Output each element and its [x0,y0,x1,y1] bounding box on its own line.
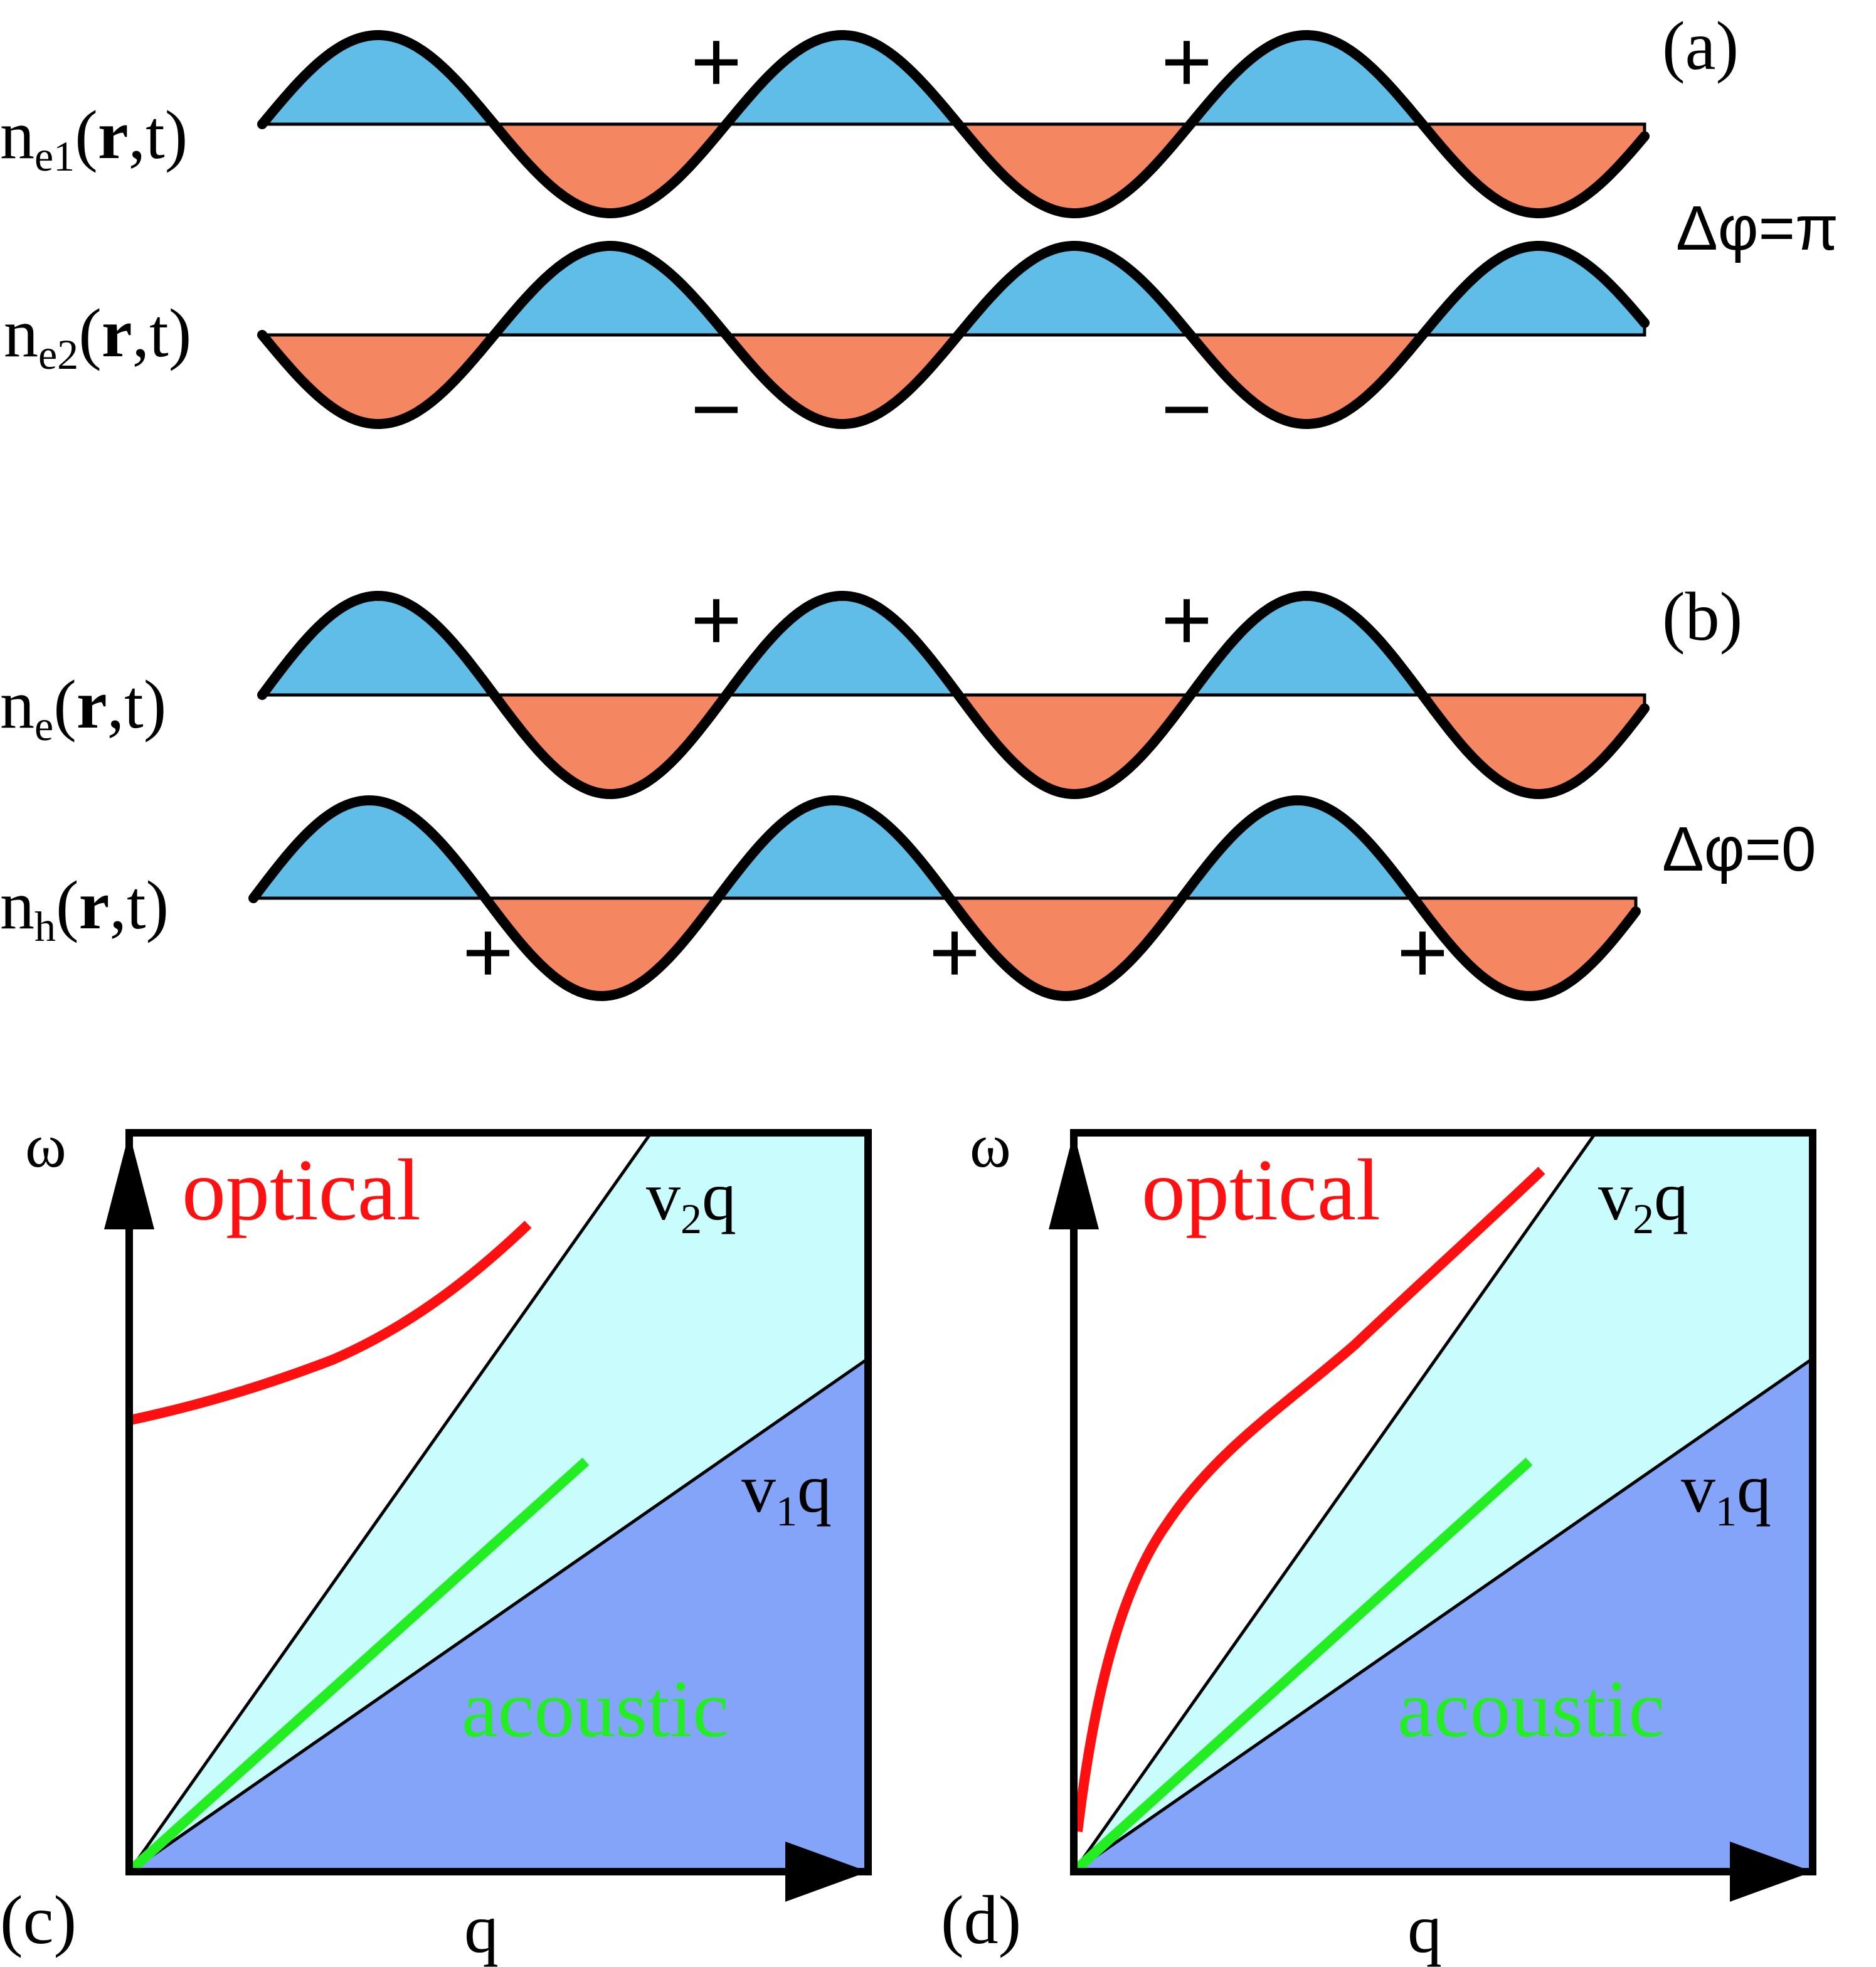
panel-c-v1-line [128,1357,869,1874]
panel-a-sign-top-1: + [691,12,742,110]
panel-b-sign-bottom-2: + [929,903,980,1001]
panel-a-wave-1-label: ne1(r,t) [0,97,188,180]
panel-d-x-arrowhead [1730,1842,1813,1902]
panel-c-v2-label: v2q [646,1158,736,1243]
panel-b-wave-1-label: ne(r,t) [0,666,166,750]
panel-a-sign-bottom-2: − [1161,359,1212,458]
wave-positive-fill [262,35,1645,124]
panel-b-phase: Δφ=0 [1662,814,1816,884]
panel-b-sign-bottom-3: + [1397,903,1448,1001]
panel-b-sign-top-1: + [691,570,742,669]
panel-d-y-axis-label: ω [970,1111,1011,1180]
panel-d-v2-line [1072,1132,1598,1873]
panel-a: ne1(r,t) ne2(r,t) (a) Δφ=π + + − − [0,8,1838,458]
wave-negative-fill [262,695,1645,794]
panel-c-optical-curve [129,1221,532,1425]
panel-d-v1-line [1073,1357,1814,1874]
panel-b-sign-top-2: + [1161,570,1212,669]
wave-curve [257,30,1650,218]
panel-c-v1-label: v1q [741,1450,832,1535]
panel-d: ω q (d) optical acoustic v2q v1q [941,1111,1816,1967]
wave-curve [257,591,1650,799]
panel-c: ω q (c) optical acoustic v2q v1q [0,1111,872,1967]
panel-b: ne(r,t) nh(r,t) (b) Δφ=0 + + + + + [0,570,1816,1001]
panel-c-frame [125,1129,872,1875]
panel-c-acoustic-label: acoustic [462,1664,729,1754]
panel-c-tag: (c) [0,1882,77,1958]
panel-a-wave-2 [257,241,1650,429]
panel-c-y-arrowhead [104,1133,154,1229]
wave-curve [248,795,1641,1001]
panel-b-wave-1 [257,591,1650,799]
panel-c-x-axis-label: q [464,1890,499,1967]
wave-positive-fill [262,246,1645,335]
panel-d-optical-label: optical [1142,1142,1381,1239]
panel-c-x-arrowhead [785,1842,868,1902]
panel-b-sign-bottom-1: + [462,903,514,1001]
panel-a-sign-bottom-1: − [691,359,742,458]
wave-curve [257,241,1650,429]
panel-d-optical-curve [1073,1167,1545,1832]
wave-negative-fill [262,335,1645,424]
panel-d-frame [1070,1129,1816,1875]
panel-d-acoustic-curve [1070,1458,1533,1875]
panel-a-sign-top-2: + [1161,12,1212,110]
panel-d-tag: (d) [941,1882,1021,1958]
panel-b-wave-2-label: nh(r,t) [0,867,169,950]
wave-positive-fill [253,800,1636,898]
panel-a-phase: Δφ=π [1676,193,1838,263]
panel-d-acoustic-label: acoustic [1397,1664,1665,1754]
panel-c-optical-label: optical [182,1142,421,1239]
panel-a-wave-2-label: ne2(r,t) [4,295,191,378]
panel-d-v1-label: v1q [1681,1450,1771,1535]
panel-c-v2-line [127,1132,653,1873]
panel-d-x-axis-label: q [1407,1890,1442,1967]
panel-a-tag: (a) [1662,8,1739,84]
panel-b-tag: (b) [1662,578,1742,655]
panel-d-v2-label: v2q [1598,1158,1688,1243]
panel-c-acoustic-curve [125,1458,590,1875]
panel-d-y-arrowhead [1049,1133,1099,1229]
wave-positive-fill [262,596,1645,695]
panel-c-y-axis-label: ω [25,1111,66,1180]
panel-b-wave-2 [248,795,1641,1001]
wave-negative-fill [253,898,1636,996]
wave-negative-fill [262,124,1645,213]
panel-a-wave-1 [257,30,1650,218]
